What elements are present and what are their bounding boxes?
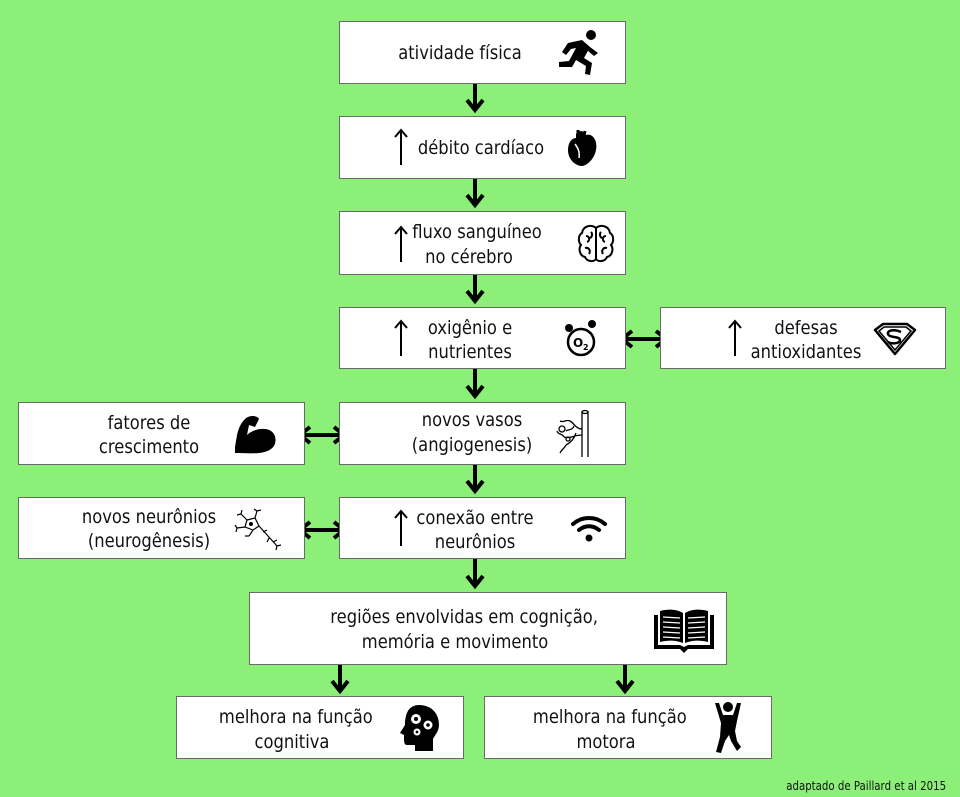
arrow-fluxo-to-oxigenio bbox=[465, 275, 485, 305]
arrow-vasos-to-conexao bbox=[465, 465, 485, 495]
node-label-line1: defesas bbox=[774, 317, 838, 339]
node-label-line2: cognitiva bbox=[254, 731, 330, 753]
node-debito-cardiaco: débito cardíaco bbox=[339, 116, 626, 179]
increase-arrow-icon bbox=[394, 319, 408, 356]
oxygen-icon: O 2 bbox=[565, 320, 596, 357]
heart-icon bbox=[568, 130, 597, 166]
node-label-line1: regiões envolvidas em cognição, bbox=[330, 606, 598, 628]
arrow-fatores-vasos bbox=[296, 425, 348, 445]
node-label: débito cardíaco bbox=[417, 137, 545, 159]
node-label-line1: melhora na função bbox=[532, 706, 687, 728]
jumping-person-icon bbox=[715, 702, 741, 753]
brain-icon bbox=[577, 224, 615, 263]
node-label: atividade física bbox=[398, 42, 522, 64]
source-credit: adaptado de Paillard et al 2015 bbox=[786, 779, 946, 793]
node-label-line2: antioxidantes bbox=[750, 341, 862, 363]
node-label-line2: (neurogênesis) bbox=[87, 530, 211, 552]
increase-arrow-icon bbox=[394, 128, 408, 165]
node-label-line2: no cérebro bbox=[425, 246, 513, 268]
arrow-atividade-to-debito bbox=[465, 84, 485, 114]
node-label-line1: fluxo sanguíneo bbox=[412, 221, 542, 243]
arrow-debito-to-fluxo bbox=[465, 179, 485, 209]
increase-arrow-icon bbox=[394, 509, 408, 546]
neuron-icon bbox=[234, 508, 282, 551]
node-label-line1: melhora na função bbox=[218, 706, 373, 728]
arrow-conexao-to-regioes bbox=[465, 559, 485, 590]
node-label-line2: (angiogenesis) bbox=[411, 434, 533, 456]
node-novos-vasos: novos vasos (angiogenesis) bbox=[339, 402, 626, 465]
increase-arrow-icon bbox=[728, 319, 742, 356]
arrow-oxigenio-to-vasos bbox=[465, 369, 485, 400]
node-label-line2: nutrientes bbox=[428, 341, 512, 363]
node-label-line2: memória e movimento bbox=[361, 631, 549, 653]
node-regioes-envolvidas: regiões envolvidas em cognição, memória … bbox=[249, 592, 727, 665]
running-person-icon bbox=[559, 30, 598, 75]
increase-arrow-icon bbox=[394, 225, 408, 262]
wifi-icon bbox=[571, 516, 607, 542]
node-label-line1: novos vasos bbox=[421, 409, 523, 431]
node-label-line1: oxigênio e bbox=[427, 317, 513, 339]
svg-text:O: O bbox=[573, 336, 583, 350]
arrow-regioes-to-motora bbox=[615, 665, 635, 695]
superman-shield-icon bbox=[873, 322, 917, 356]
node-label-line1: conexão entre bbox=[416, 507, 534, 529]
flexed-arm-icon bbox=[235, 416, 276, 454]
node-defesas-antioxidantes: defesas antioxidantes bbox=[660, 307, 946, 369]
node-oxigenio-nutrientes: oxigênio e nutrientes O 2 bbox=[339, 307, 626, 369]
blood-vessel-icon bbox=[556, 409, 589, 457]
node-novos-neuronios: novos neurônios (neurogênesis) bbox=[18, 497, 305, 559]
node-conexao-neuronios: conexão entre neurônios bbox=[339, 497, 626, 559]
head-gears-icon bbox=[400, 705, 439, 751]
node-label-line2: motora bbox=[576, 731, 636, 753]
node-melhora-motora: melhora na função motora bbox=[484, 696, 772, 759]
node-fatores-crescimento: fatores de crescimento bbox=[18, 402, 305, 465]
open-book-icon bbox=[654, 609, 714, 653]
node-label-line1: novos neurônios bbox=[81, 506, 217, 528]
node-label-line2: neurônios bbox=[434, 531, 516, 553]
node-fluxo-sanguineo: fluxo sanguíneo no cérebro bbox=[339, 211, 626, 275]
arrow-regioes-to-cognitiva bbox=[330, 665, 350, 695]
node-label-line2: crescimento bbox=[98, 436, 200, 458]
svg-text:2: 2 bbox=[583, 343, 589, 352]
node-melhora-cognitiva: melhora na função cognitiva bbox=[176, 696, 464, 759]
arrow-neuronios-conexao bbox=[296, 520, 348, 540]
node-label-line1: fatores de bbox=[107, 412, 191, 434]
node-atividade-fisica: atividade física bbox=[339, 21, 626, 84]
